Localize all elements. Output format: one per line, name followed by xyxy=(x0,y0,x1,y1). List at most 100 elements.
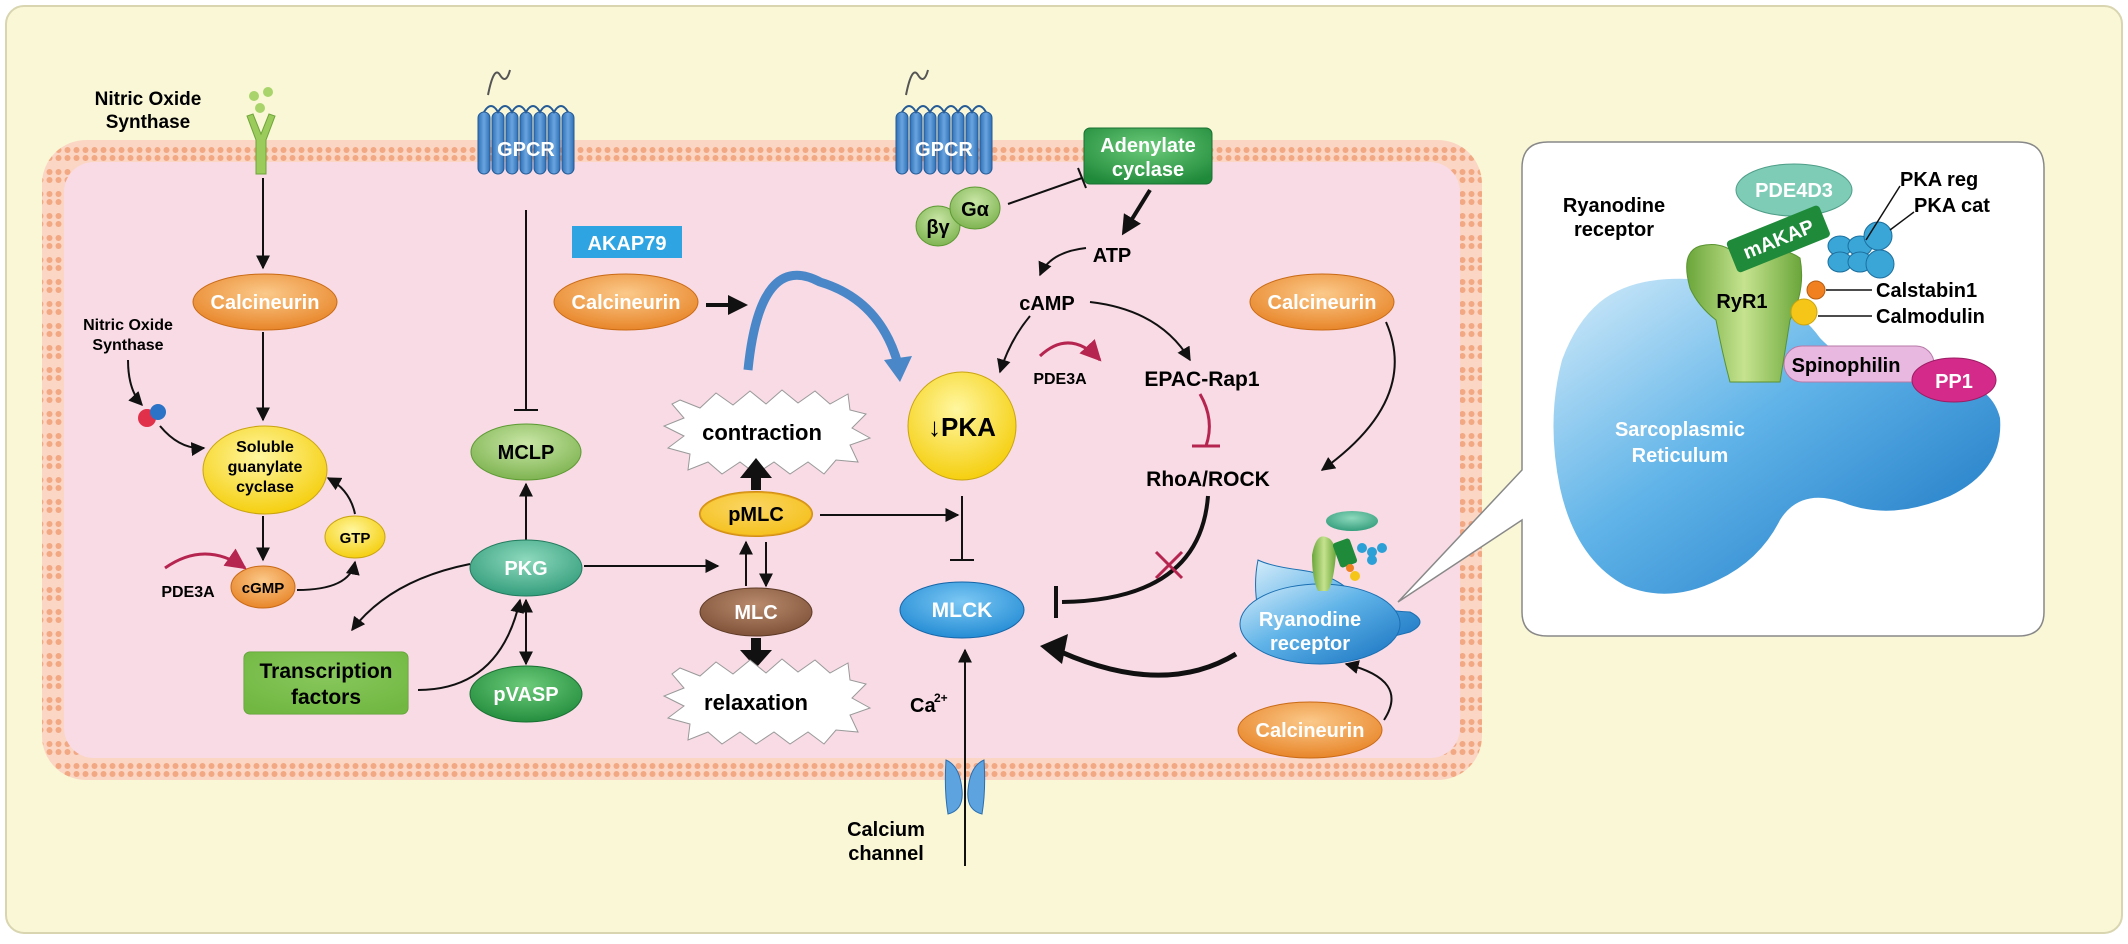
pvasp-node xyxy=(469,665,583,723)
mlc-to-relaxation-arrow xyxy=(740,638,772,668)
spinophilin-label: Spinophilin xyxy=(1792,355,1901,377)
ac-to-atp-arrow xyxy=(1121,188,1152,236)
adenylate-cyclase-label-2: cyclase xyxy=(1112,159,1184,181)
gpcr-right-label: GPCR xyxy=(915,139,973,161)
cgmp-to-gtp-arrow xyxy=(296,560,360,591)
gpcr-left-icon xyxy=(477,69,575,175)
g-alpha-label: Gα xyxy=(961,199,990,221)
mclp-label: MCLP xyxy=(498,442,555,464)
nos-to-no-arrow xyxy=(127,359,143,407)
calcineurin-node-4 xyxy=(1237,701,1383,759)
pde3a-left-arrow xyxy=(164,548,247,570)
relaxation-label: relaxation xyxy=(704,690,808,715)
tf-label-1: Transcription xyxy=(259,660,392,683)
pde4d3-label: PDE4D3 xyxy=(1755,180,1833,202)
galpha-inhibit-line xyxy=(1007,177,1083,205)
makap-box xyxy=(1726,205,1830,273)
sr-label-2: Reticulum xyxy=(1632,445,1729,467)
ryr-to-mlck-line xyxy=(1046,643,1238,678)
gpcr-left-label: GPCR xyxy=(497,139,555,161)
adenylate-cyclase-box xyxy=(1083,127,1213,185)
contraction-label: contraction xyxy=(702,420,822,445)
sr-label-1: Sarcoplasmic xyxy=(1615,419,1745,441)
ryr-to-mlck-head xyxy=(1040,634,1068,664)
sgc-node xyxy=(202,425,328,515)
calcium-ion-label: Ca xyxy=(910,695,936,717)
atp-to-camp-arrow xyxy=(1038,247,1087,277)
ryanodine-receptor-mini-icon xyxy=(1312,511,1387,591)
mlc-label: MLC xyxy=(734,602,777,624)
camp-to-epac-arrow xyxy=(1089,301,1191,362)
calmodulin-label: Calmodulin xyxy=(1876,306,1985,328)
atp-label: ATP xyxy=(1093,245,1132,267)
pde3a-left-label: PDE3A xyxy=(161,584,215,601)
rhoa-inhibit-mlck-line xyxy=(1061,495,1210,604)
contraction-burst xyxy=(662,389,872,475)
pka-subunits-icon xyxy=(1827,221,1895,279)
pkg-node xyxy=(469,539,583,597)
calcineurin-node-2 xyxy=(553,273,699,331)
gpcr-right-icon xyxy=(895,69,993,175)
galpha-inhibit-bar xyxy=(1077,167,1087,189)
calcineurin-label-4: Calcineurin xyxy=(1256,720,1365,742)
gtp-node xyxy=(324,515,386,559)
sarcoplasmic-reticulum-body xyxy=(1553,278,2001,594)
calcineurin-node-3 xyxy=(1249,273,1395,331)
no-to-sgc-arrow xyxy=(159,425,206,457)
mlck-label: MLCK xyxy=(932,599,993,622)
rhoa-block-x-2 xyxy=(1154,550,1184,580)
nos-top-label-2: Synthase xyxy=(106,112,190,133)
ryanodine-cell-label-1: Ryanodine xyxy=(1259,609,1361,631)
ryr1-body xyxy=(1686,244,1803,383)
pka-node xyxy=(907,371,1017,481)
nitric-oxide-molecule-icon xyxy=(138,404,166,427)
pvasp-label: pVASP xyxy=(493,684,558,706)
pka-reg-label: PKA reg xyxy=(1900,169,1978,191)
mlck-node xyxy=(899,581,1025,639)
pka-label: ↓PKA xyxy=(928,412,996,442)
pde3a-center-arrow xyxy=(1038,339,1102,362)
gtp-label: GTP xyxy=(340,530,371,547)
nos-receptor-icon xyxy=(246,87,276,175)
tf-to-pkg-arrow xyxy=(417,598,525,691)
camp-label: cAMP xyxy=(1019,293,1075,315)
ryr1-label: RyR1 xyxy=(1716,291,1767,313)
pde3a-center-label: PDE3A xyxy=(1033,371,1087,388)
calstabin1-label: Calstabin1 xyxy=(1876,280,1977,302)
pp1-label: PP1 xyxy=(1935,371,1973,393)
calcineurin-label-1: Calcineurin xyxy=(211,292,320,314)
pka-cat-leader xyxy=(1889,211,1915,231)
nos-side-label-2: Synthase xyxy=(92,337,163,354)
pp1-node xyxy=(1911,357,1997,403)
calcium-channel-label-2: channel xyxy=(848,843,924,865)
pkg-label: PKG xyxy=(504,558,547,580)
calcineurin3-to-rhoa-arrow xyxy=(1320,321,1396,471)
calcium-channel-label-1: Calcium xyxy=(847,819,925,841)
camp-to-pka-arrow xyxy=(997,315,1031,374)
calcineurin-node-1 xyxy=(192,273,338,331)
adenylate-cyclase-label-1: Adenylate xyxy=(1100,135,1196,157)
mclp-node xyxy=(470,423,582,481)
blue-arc-head xyxy=(884,356,912,382)
nos-side-label-1: Nitric Oxide xyxy=(83,317,173,334)
sgc-label-1: Soluble xyxy=(236,439,294,456)
nos-top-label-1: Nitric Oxide xyxy=(95,89,202,110)
sgc-label-2: guanylate xyxy=(228,459,303,476)
akap79-box xyxy=(572,226,682,258)
calcium-channel-icon xyxy=(944,759,986,815)
cgmp-node xyxy=(230,565,296,609)
epac-rap1-label: EPAC-Rap1 xyxy=(1144,368,1259,391)
sgc-label-3: cyclase xyxy=(236,479,294,496)
blue-arc xyxy=(743,270,903,371)
calcineurin-label-3: Calcineurin xyxy=(1268,292,1377,314)
mlc-node xyxy=(699,587,813,637)
pkg-to-tf-arrow xyxy=(351,563,471,632)
calstabin1-dot xyxy=(1806,280,1826,300)
transcription-factors-fill xyxy=(244,652,408,714)
inset-ryr-label-2: receptor xyxy=(1574,219,1654,241)
relaxation-burst xyxy=(662,658,872,745)
g-betagamma-label: βγ xyxy=(926,217,950,239)
inset-ryr-label-1: Ryanodine xyxy=(1563,195,1665,217)
cgmp-label: cGMP xyxy=(242,580,285,597)
